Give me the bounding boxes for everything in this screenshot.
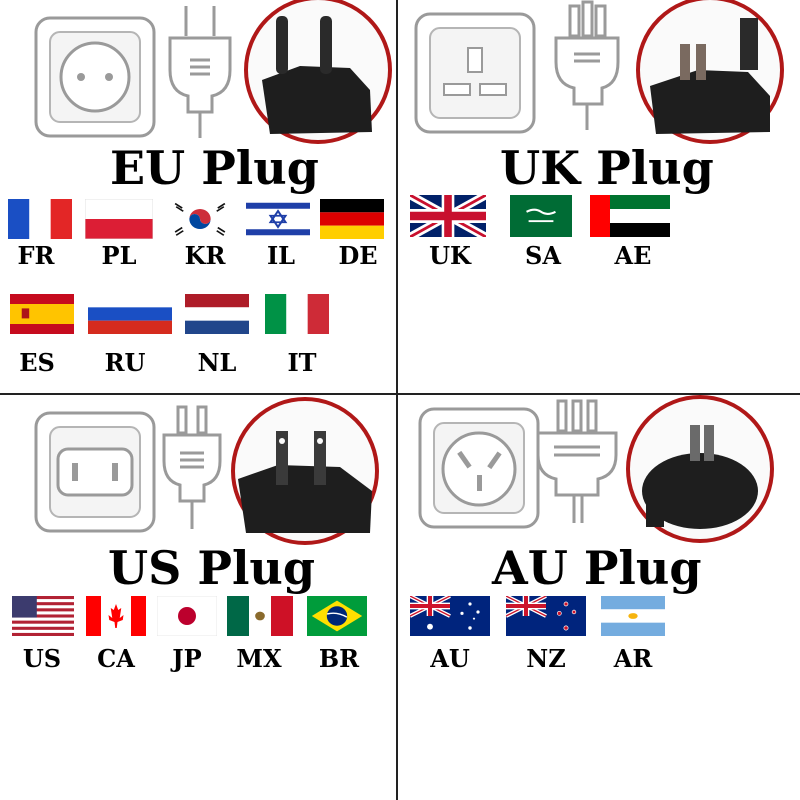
au-plug-photo xyxy=(626,395,774,543)
uk-plug-panel: UK Plug UK SA AE xyxy=(398,0,794,393)
flag-ar xyxy=(601,596,665,636)
flag-jp xyxy=(157,596,217,636)
flag-ca xyxy=(86,596,146,636)
flag-nl xyxy=(185,294,249,334)
vertical-divider xyxy=(396,0,398,800)
country-code-mx: MX xyxy=(236,644,282,673)
flag-ae xyxy=(590,195,670,237)
eu-plug-panel: EU Plug FR PL KR IL DE xyxy=(0,0,396,393)
country-code-ae: AE xyxy=(614,241,652,270)
country-code-de: DE xyxy=(338,241,378,270)
flag-il xyxy=(246,199,310,239)
uk-plug-icon xyxy=(554,0,620,130)
flag-au xyxy=(410,596,490,636)
au-illustration xyxy=(418,395,774,543)
uk-socket-icon xyxy=(414,12,536,134)
us-plug-photo xyxy=(231,397,379,545)
flag-es xyxy=(10,294,74,334)
uk-plug-title: UK Plug xyxy=(500,141,714,195)
country-code-ca: CA xyxy=(97,644,135,673)
eu-socket-icon xyxy=(34,16,156,138)
au-plug-title: AU Plug xyxy=(492,541,702,595)
country-code-kr: KR xyxy=(184,241,226,270)
country-code-jp: JP xyxy=(172,644,202,673)
us-plug-title: US Plug xyxy=(108,541,316,595)
uk-illustration xyxy=(414,0,784,144)
flag-kr xyxy=(168,199,232,239)
country-code-sa: SA xyxy=(525,241,561,270)
country-code-ar: AR xyxy=(613,644,653,673)
flag-fr xyxy=(8,199,72,239)
country-code-pl: PL xyxy=(101,241,137,270)
country-code-uk: UK xyxy=(429,241,471,270)
eu-plug-icon xyxy=(168,6,232,138)
country-code-br: BR xyxy=(318,644,360,673)
flag-uk xyxy=(410,195,486,237)
flag-sa xyxy=(510,195,572,237)
flag-de xyxy=(320,199,384,239)
us-plug-panel: US Plug US CA JP MX BR xyxy=(0,395,396,800)
us-plug-icon xyxy=(162,405,222,529)
country-code-ru: RU xyxy=(104,348,146,377)
country-code-it: IT xyxy=(287,348,317,377)
eu-plug-title: EU Plug xyxy=(110,141,319,195)
country-code-us: US xyxy=(22,644,62,673)
country-code-fr: FR xyxy=(17,241,55,270)
country-code-es: ES xyxy=(19,348,55,377)
flag-pl xyxy=(85,199,153,239)
country-code-il: IL xyxy=(266,241,296,270)
eu-plug-photo xyxy=(244,0,392,144)
au-plug-icon xyxy=(536,399,618,523)
country-code-nl: NL xyxy=(197,348,237,377)
us-socket-icon xyxy=(34,411,156,533)
country-code-au: AU xyxy=(430,644,470,673)
flag-ru xyxy=(88,294,172,334)
flag-it xyxy=(265,294,329,334)
us-illustration xyxy=(34,397,379,545)
uk-plug-photo xyxy=(636,0,784,144)
horizontal-divider xyxy=(0,393,800,395)
flag-us xyxy=(12,596,74,636)
au-plug-panel: AU Plug AU NZ AR xyxy=(398,395,800,800)
flag-mx xyxy=(227,596,293,636)
country-code-nz: NZ xyxy=(526,644,566,673)
au-socket-icon xyxy=(418,407,540,529)
flag-br xyxy=(307,596,367,636)
flag-nz xyxy=(506,596,586,636)
eu-illustration xyxy=(34,0,392,144)
